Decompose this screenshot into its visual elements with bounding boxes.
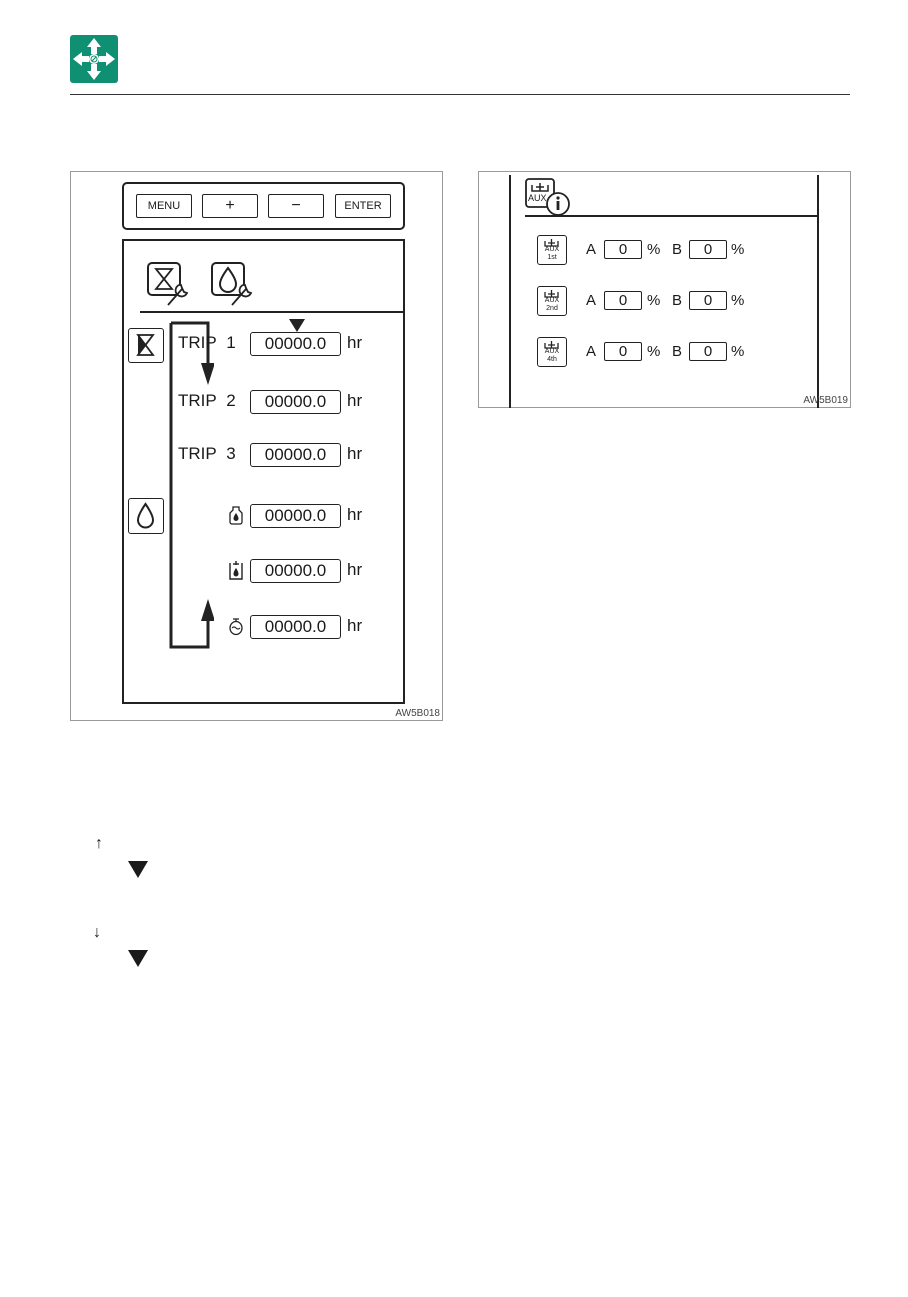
- up-arrow-mark: ↑: [95, 835, 103, 852]
- hydraulic-oil-icon: [228, 560, 244, 580]
- figure-code: AW5B019: [803, 395, 848, 406]
- down-triangle-mark: [128, 950, 148, 968]
- aux-row: AUX 2nd A 0 % B 0 %: [537, 286, 817, 318]
- trip-3-unit: hr: [347, 444, 363, 463]
- aux-1st-b-value: 0: [689, 240, 727, 259]
- aux-header-label: AUX: [528, 193, 547, 203]
- aux-4th-icon: AUX 4th: [537, 337, 567, 367]
- hourglass-icon: [128, 328, 164, 363]
- minus-button[interactable]: −: [268, 194, 324, 218]
- aux-1st-a-unit: %: [647, 241, 661, 258]
- aux-1st-b-label: B: [672, 241, 683, 258]
- aux-row: AUX 4th A 0 % B 0 %: [537, 337, 817, 369]
- aux-info-icon: [525, 178, 571, 216]
- aux-2nd-b-value: 0: [689, 291, 727, 310]
- aux-4th-b-label: B: [672, 343, 683, 360]
- down-triangle-mark: [128, 861, 148, 879]
- aux-2nd-a-unit: %: [647, 292, 661, 309]
- cursor-triangle: [289, 319, 305, 333]
- aux-4th-tag: 4th: [547, 356, 557, 363]
- aux-screen: [509, 175, 819, 408]
- aux-4th-a-value: 0: [604, 342, 642, 361]
- display-screen: [122, 239, 405, 704]
- aux-1st-b-unit: %: [731, 241, 745, 258]
- figure-code: AW5B018: [395, 708, 440, 719]
- trip-meter-settings-icon: [146, 261, 200, 309]
- trip-3-value: 00000.0: [250, 443, 341, 467]
- hydraulic-oil-value: 00000.0: [250, 559, 341, 583]
- trip-1-unit: hr: [347, 333, 363, 352]
- aux-2nd-label: AUX: [544, 297, 560, 304]
- trip-2-label: TRIP 2: [178, 391, 236, 410]
- aux-2nd-a-label: A: [586, 292, 597, 309]
- fuel-filter-unit: hr: [347, 616, 363, 635]
- aux-2nd-a-value: 0: [604, 291, 642, 310]
- aux-4th-a-label: A: [586, 343, 597, 360]
- aux-1st-a-value: 0: [604, 240, 642, 259]
- figure-trip-meter: MENU + − ENTER: [70, 171, 443, 721]
- aux-2nd-b-unit: %: [731, 292, 745, 309]
- trip-2-value: 00000.0: [250, 390, 341, 414]
- aux-2nd-b-label: B: [672, 292, 683, 309]
- aux-row: AUX 1st A 0 % B 0 %: [537, 235, 817, 267]
- oil-settings-icon: [210, 261, 264, 309]
- down-arrow-mark: ↓: [93, 924, 101, 941]
- trip-3-label: TRIP 3: [178, 444, 236, 463]
- aux-4th-label: AUX: [544, 348, 560, 355]
- aux-screen-divider: [525, 215, 819, 217]
- aux-1st-label: AUX: [544, 246, 560, 253]
- engine-oil-icon: [228, 505, 244, 525]
- plus-button[interactable]: +: [202, 194, 258, 218]
- figure-aux-flow: AUX AUX 1st A 0 % B 0 % AUX 2nd A 0 % B …: [478, 171, 851, 408]
- scroll-flow-arrows: [169, 321, 214, 649]
- move-arrows-icon: [70, 35, 118, 83]
- button-panel: MENU + − ENTER: [122, 182, 405, 230]
- aux-1st-icon: AUX 1st: [537, 235, 567, 265]
- trip-1-label: TRIP 1: [178, 333, 236, 352]
- enter-button[interactable]: ENTER: [335, 194, 391, 218]
- header-rule: [70, 94, 850, 95]
- aux-4th-a-unit: %: [647, 343, 661, 360]
- engine-oil-value: 00000.0: [250, 504, 341, 528]
- menu-button[interactable]: MENU: [136, 194, 192, 218]
- engine-oil-unit: hr: [347, 505, 363, 524]
- hydraulic-oil-unit: hr: [347, 560, 363, 579]
- oil-drop-icon: [128, 498, 164, 534]
- trip-2-unit: hr: [347, 391, 363, 410]
- aux-1st-tag: 1st: [547, 254, 557, 261]
- aux-4th-b-value: 0: [689, 342, 727, 361]
- aux-4th-b-unit: %: [731, 343, 745, 360]
- fuel-filter-icon: [228, 616, 244, 636]
- trip-1-value: 00000.0: [250, 332, 341, 356]
- aux-1st-a-label: A: [586, 241, 597, 258]
- aux-2nd-icon: AUX 2nd: [537, 286, 567, 316]
- fuel-filter-value: 00000.0: [250, 615, 341, 639]
- aux-2nd-tag: 2nd: [546, 305, 558, 312]
- screen-divider: [140, 311, 405, 313]
